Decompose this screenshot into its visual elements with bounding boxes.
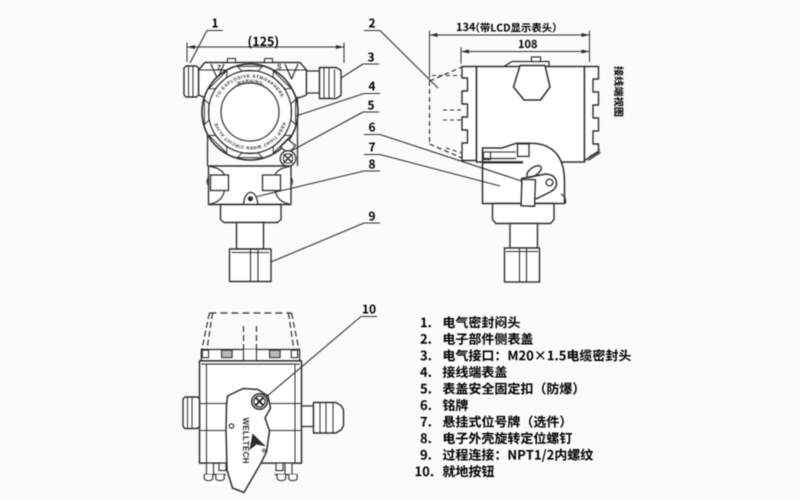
svg-text:WELLTECH: WELLTECH [241,418,250,464]
svg-text:Z: Z [217,65,222,72]
svg-text:S: S [277,64,282,71]
svg-text:-WARNING-: -WARNING- [234,78,266,86]
